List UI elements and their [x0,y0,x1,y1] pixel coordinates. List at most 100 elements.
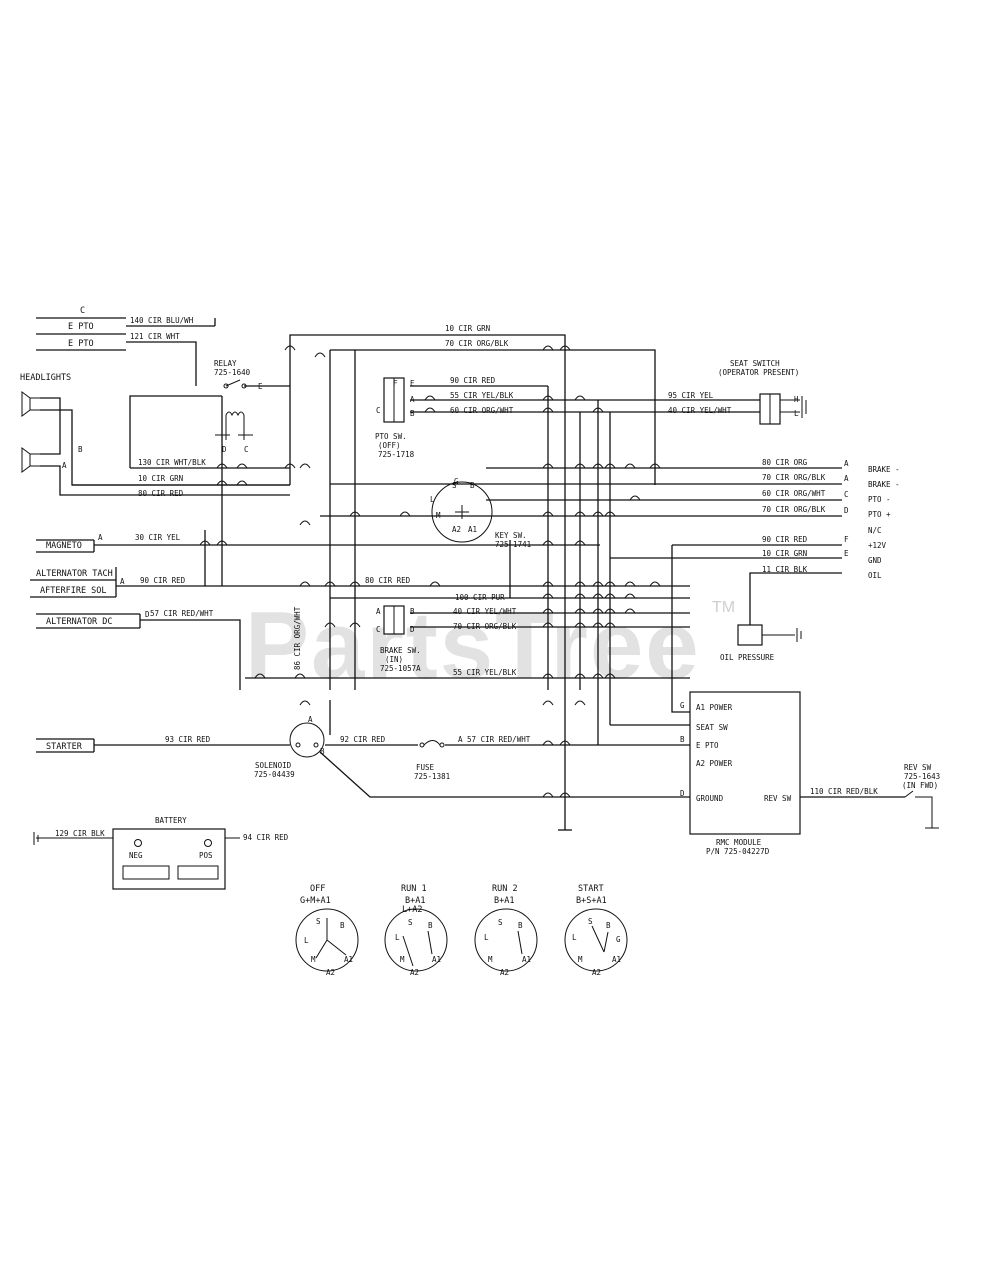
svg-text:L: L [484,933,489,942]
svg-text:70 CIR ORG/BLK: 70 CIR ORG/BLK [445,339,509,348]
oil-pressure-switch: OIL PRESSURE [720,624,802,662]
relay: RELAY 725-1640 D C [214,359,253,454]
watermark: PartsTree [245,592,701,699]
svg-text:A2: A2 [500,968,509,977]
svg-text:A2: A2 [326,968,335,977]
wires: 140 CIR BLU/WH 121 CIR WHT 10 CIR GRN 70… [72,316,905,831]
label-alternator-dc: ALTERNATOR DC [46,617,113,627]
svg-text:G: G [680,701,685,710]
svg-text:(OFF): (OFF) [378,441,401,450]
svg-text:RMC MODULE: RMC MODULE [716,838,762,847]
svg-text:RELAY: RELAY [214,359,237,368]
svg-text:GND: GND [868,556,882,565]
label-magneto: MAGNETO [46,541,82,551]
svg-text:GROUND: GROUND [696,794,724,803]
svg-text:A: A [844,459,849,468]
svg-text:57 CIR RED/WHT: 57 CIR RED/WHT [150,609,214,618]
svg-text:S: S [588,917,593,926]
label-e-pto-2: E PTO [68,339,94,349]
svg-text:P/N 725-04227D: P/N 725-04227D [706,847,770,856]
svg-text:S: S [316,917,321,926]
svg-text:E: E [410,379,415,388]
svg-text:10 CIR GRN: 10 CIR GRN [445,324,490,333]
svg-text:L: L [794,409,799,418]
svg-text:(IN FWD): (IN FWD) [902,781,938,790]
svg-text:725-1643: 725-1643 [904,772,940,781]
svg-text:REV SW: REV SW [764,794,792,803]
svg-text:BATTERY: BATTERY [155,816,187,825]
headlight-icon [21,391,40,417]
svg-text:70 CIR ORG/BLK: 70 CIR ORG/BLK [453,622,517,631]
svg-text:70 CIR ORG/BLK: 70 CIR ORG/BLK [762,473,826,482]
key-switch: S B L M A2 A1 G KEY SW. 725-1741 [430,477,531,549]
svg-text:B: B [428,921,433,930]
svg-text:A: A [410,395,415,404]
svg-text:A: A [844,474,849,483]
svg-text:A2 POWER: A2 POWER [696,759,733,768]
svg-text:A1: A1 [468,525,477,534]
label-starter: STARTER [46,742,83,752]
label-afterfire: AFTERFIRE SOL [40,586,107,596]
svg-text:SEAT SW: SEAT SW [696,723,728,732]
svg-text:M: M [488,955,493,964]
svg-text:PTO +: PTO + [868,510,891,519]
pto-clutch-connector: A A C D F E BRAKE - BRAKE - PTO - PTO + … [844,459,900,580]
brake-switch: A B C D BRAKE SW. (IN) 725-1057A [376,605,421,673]
svg-text:M: M [400,955,405,964]
svg-text:D: D [145,610,150,619]
svg-text:129 CIR BLK: 129 CIR BLK [55,829,105,838]
position-off: OFF G+M+A1 S B L M A1 A2 [295,884,359,977]
svg-text:RUN 2: RUN 2 [492,884,518,894]
svg-text:140 CIR BLU/WH: 140 CIR BLU/WH [130,316,194,325]
svg-text:A2: A2 [452,525,461,534]
seat-switch: SEAT SWITCH (OPERATOR PRESENT) H L [718,359,807,425]
svg-text:10 CIR GRN: 10 CIR GRN [762,549,807,558]
label-headlights: HEADLIGHTS [20,373,71,383]
svg-text:C: C [844,490,849,499]
svg-text:E: E [258,382,263,391]
svg-text:100 CIR PUR: 100 CIR PUR [455,593,505,602]
svg-text:A: A [62,461,67,470]
svg-text:70 CIR ORG/BLK: 70 CIR ORG/BLK [762,505,826,514]
svg-text:130 CIR WHT/BLK: 130 CIR WHT/BLK [138,458,206,467]
svg-text:S: S [498,918,503,927]
svg-text:A: A [376,607,381,616]
battery: BATTERY NEG POS 129 CIR BLK 94 CIR RED [33,816,289,890]
svg-text:94 CIR RED: 94 CIR RED [243,833,289,842]
svg-text:OIL: OIL [868,571,882,580]
svg-text:A1: A1 [612,955,621,964]
svg-text:B: B [320,747,325,756]
svg-text:80 CIR RED: 80 CIR RED [365,576,411,585]
svg-text:40 CIR YEL/WHT: 40 CIR YEL/WHT [668,406,732,415]
svg-text:F: F [393,379,398,388]
svg-text:80 CIR RED: 80 CIR RED [138,489,184,498]
svg-text:10 CIR GRN: 10 CIR GRN [138,474,183,483]
svg-text:L: L [430,495,435,504]
svg-text:40 CIR YEL/WHT: 40 CIR YEL/WHT [453,607,517,616]
fuse: FUSE 725-1381 [414,740,450,781]
svg-text:55 CIR YEL/BLK: 55 CIR YEL/BLK [453,668,517,677]
svg-text:FUSE: FUSE [416,763,435,772]
svg-text:A1 POWER: A1 POWER [696,703,733,712]
svg-text:L: L [395,933,400,942]
svg-text:A1: A1 [522,955,531,964]
solenoid: A B SOLENOID 725-04439 [254,715,325,779]
svg-text:BRAKE SW.: BRAKE SW. [380,646,421,655]
svg-text:55 CIR YEL/BLK: 55 CIR YEL/BLK [450,391,514,400]
svg-text:POS: POS [199,851,213,860]
svg-text:B: B [470,481,475,490]
svg-text:725-1640: 725-1640 [214,368,251,377]
pto-switch: F E A C B PTO SW. (OFF) 725-1718 [375,377,415,459]
svg-text:M: M [311,955,316,964]
svg-text:A 57 CIR RED/WHT: A 57 CIR RED/WHT [458,735,531,744]
svg-text:A: A [308,715,313,724]
svg-text:B: B [340,921,345,930]
svg-text:L: L [572,933,577,942]
crossovers [199,345,661,798]
svg-text:A1: A1 [344,955,353,964]
svg-text:M: M [578,955,583,964]
svg-text:725-1057A: 725-1057A [380,664,421,673]
svg-text:A2: A2 [592,968,601,977]
svg-text:60 CIR ORG/WHT: 60 CIR ORG/WHT [762,489,826,498]
svg-text:BRAKE -: BRAKE - [868,465,900,474]
